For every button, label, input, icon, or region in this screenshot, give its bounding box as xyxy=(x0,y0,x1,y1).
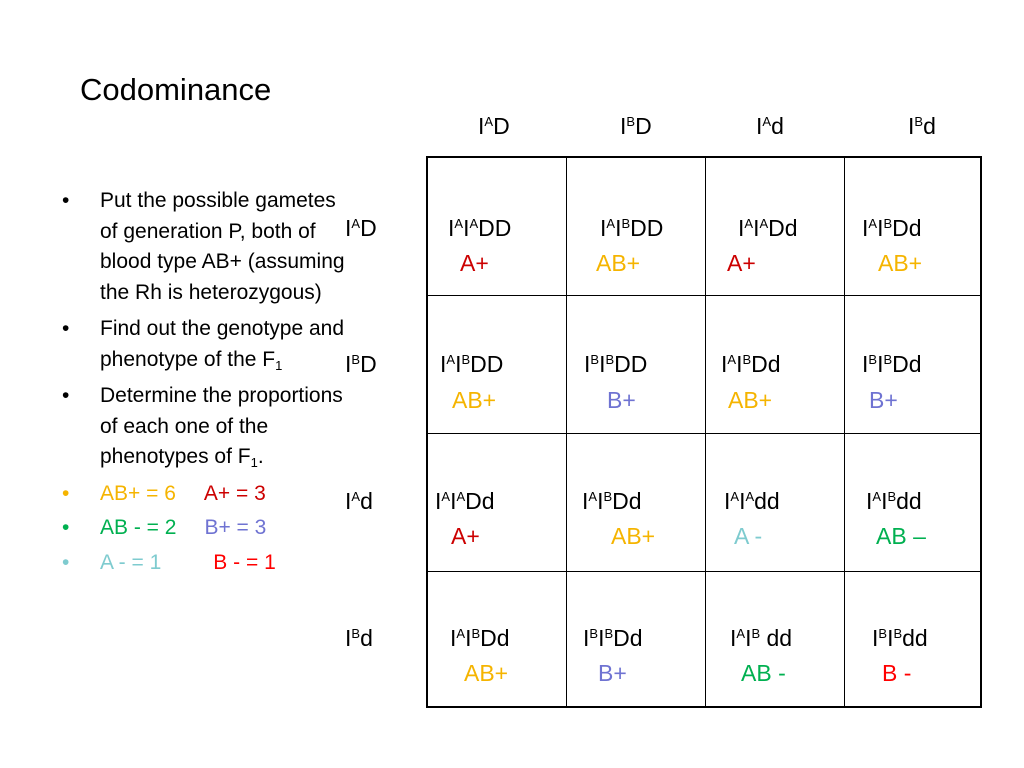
bullet-text: Put the possible gametes of generation P… xyxy=(100,189,345,304)
bullet-dot: • xyxy=(62,516,70,539)
cell-genotype: IAIBDd xyxy=(582,488,642,514)
cell-phenotype: AB+ xyxy=(611,523,656,549)
summary-a-neg: A - = 1 xyxy=(100,550,162,574)
cell-genotype: IAIB dd xyxy=(730,625,793,651)
cell-phenotype: AB+ xyxy=(464,660,509,686)
cell-genotype: IAIADD xyxy=(448,215,512,241)
bullet-item: • Determine the proportions of each one … xyxy=(56,381,346,473)
grid-line xyxy=(566,158,567,706)
cell-phenotype: B+ xyxy=(598,660,627,686)
cell-genotype: IAIADd xyxy=(738,215,798,241)
grid-line xyxy=(844,158,845,706)
cell-genotype: IBIBDD xyxy=(584,351,648,377)
cell-phenotype: A+ xyxy=(460,250,489,276)
row-gamete: IAD xyxy=(345,215,377,241)
summary-ab-neg: AB - = 2 xyxy=(100,516,177,539)
column-gamete: IBD xyxy=(620,113,652,139)
summary-item: • AB+ = 6 A+ = 3 xyxy=(56,479,346,510)
cell-phenotype: AB+ xyxy=(728,387,773,413)
column-gamete: IAD xyxy=(478,113,510,139)
cell-phenotype: A+ xyxy=(727,250,756,276)
grid-line xyxy=(428,571,980,572)
bullet-tail: . xyxy=(257,445,264,468)
subscript: 1 xyxy=(250,455,258,470)
instruction-list: • Put the possible gametes of generation… xyxy=(56,186,346,582)
cell-genotype: IAIBdd xyxy=(866,488,922,514)
bullet-dot: • xyxy=(62,317,70,340)
cell-phenotype: B+ xyxy=(607,387,636,413)
summary-item: • A - = 1 B - = 1 xyxy=(56,548,346,579)
summary-ab-pos: AB+ = 6 xyxy=(100,481,176,505)
cell-phenotype: AB+ xyxy=(878,250,923,276)
summary-b-pos: B+ = 3 xyxy=(204,516,267,539)
cell-genotype: IAIBDD xyxy=(440,351,504,377)
summary-b-neg: B - = 1 xyxy=(213,550,276,574)
slide-title: Codominance xyxy=(80,72,272,107)
summary-a-pos: A+ = 3 xyxy=(203,481,266,505)
bullet-dot: • xyxy=(62,384,70,407)
cell-genotype: IAIAdd xyxy=(724,488,780,514)
cell-genotype: IBIBdd xyxy=(872,625,928,651)
cell-genotype: IBIBDd xyxy=(583,625,643,651)
cell-genotype: IAIBDD xyxy=(600,215,664,241)
bullet-item: • Put the possible gametes of generation… xyxy=(56,186,346,308)
row-gamete: IAd xyxy=(345,488,373,514)
cell-genotype: IBIBDd xyxy=(862,351,922,377)
summary-item: • AB - = 2 B+ = 3 xyxy=(56,513,346,544)
cell-genotype: IAIBDd xyxy=(862,215,922,241)
cell-phenotype: A+ xyxy=(451,523,480,549)
cell-phenotype: AB - xyxy=(741,660,786,686)
bullet-dot: • xyxy=(62,189,70,212)
bullet-item: • Find out the genotype and phenotype of… xyxy=(56,314,346,375)
cell-genotype: IAIBDd xyxy=(721,351,781,377)
column-gamete: IAd xyxy=(756,113,784,139)
punnett-square xyxy=(426,156,982,708)
cell-phenotype: A - xyxy=(734,523,763,549)
cell-phenotype: B+ xyxy=(869,387,898,413)
bullet-dot: • xyxy=(62,481,70,505)
cell-phenotype: AB+ xyxy=(596,250,641,276)
cell-phenotype: AB+ xyxy=(452,387,497,413)
grid-line xyxy=(428,433,980,434)
cell-genotype: IAIBDd xyxy=(450,625,510,651)
row-gamete: IBD xyxy=(345,351,377,377)
column-gamete: IBd xyxy=(908,113,936,139)
grid-line xyxy=(705,158,706,706)
bullet-dot: • xyxy=(62,550,70,574)
grid-line xyxy=(428,295,980,296)
cell-phenotype: AB – xyxy=(876,523,926,549)
bullet-text: Find out the genotype and phenotype of t… xyxy=(100,317,345,371)
row-gamete: IBd xyxy=(345,625,373,651)
cell-phenotype: B - xyxy=(882,660,912,686)
bullet-text: Determine the proportions of each one of… xyxy=(100,384,343,468)
cell-genotype: IAIADd xyxy=(435,488,495,514)
subscript: 1 xyxy=(275,357,283,373)
